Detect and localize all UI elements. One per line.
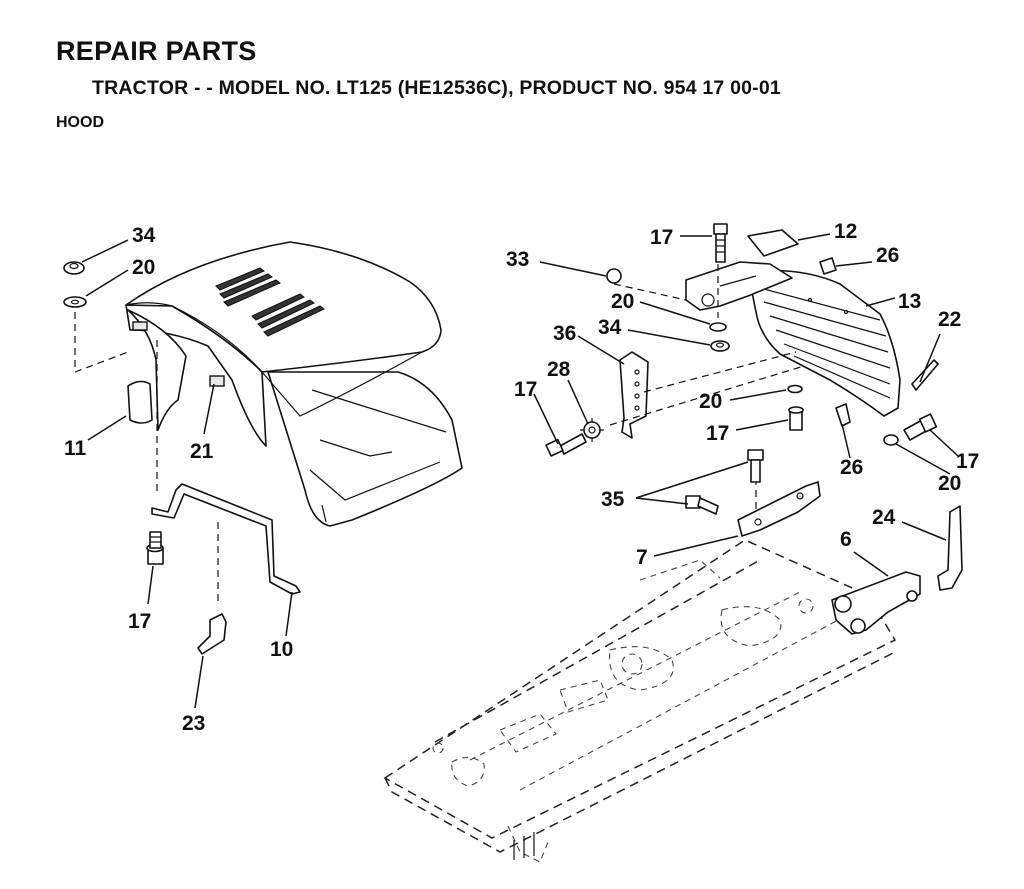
callout-23: 23 xyxy=(182,712,205,735)
callout-17: 17 xyxy=(128,610,151,633)
callout-17: 17 xyxy=(956,450,979,473)
grille-part-13 xyxy=(747,269,901,417)
bolt-part-17-mid xyxy=(788,406,804,431)
grille-plate-part-12 xyxy=(747,229,799,257)
washer-part-20-center xyxy=(709,322,727,332)
star-washer-part-28 xyxy=(580,418,604,442)
callout-36: 36 xyxy=(553,322,576,345)
callout-26: 26 xyxy=(840,456,863,479)
callout-20: 20 xyxy=(699,390,722,413)
hood-pad-left xyxy=(132,321,148,331)
callout-21: 21 xyxy=(190,440,214,463)
callout-26: 26 xyxy=(876,244,899,267)
callout-numbers: 34 20 11 21 17 10 23 17 12 33 26 20 13 3… xyxy=(64,220,979,735)
callout-24: 24 xyxy=(872,506,896,529)
clip-part-26-top xyxy=(819,257,837,275)
bracket-part-7 xyxy=(737,481,821,537)
grille-top-bracket xyxy=(685,261,793,311)
callout-35: 35 xyxy=(601,488,625,511)
bolt-part-17-right xyxy=(903,413,938,441)
clip-part-26-lower xyxy=(835,403,851,427)
callout-20: 20 xyxy=(938,472,961,495)
page-title: REPAIR PARTS xyxy=(56,36,257,66)
nut-part-34-left xyxy=(63,261,85,275)
callout-17: 17 xyxy=(514,378,537,401)
callout-22: 22 xyxy=(938,308,961,331)
model-subtitle: TRACTOR - - MODEL NO. LT125 (HE12536C), … xyxy=(92,77,781,99)
hood-rod-part-10 xyxy=(151,483,301,595)
bolt-part-17-top xyxy=(713,223,728,263)
washer-part-20-mid xyxy=(787,384,803,394)
hood-louvres xyxy=(215,267,325,337)
callout-11: 11 xyxy=(64,437,87,460)
callout-34: 34 xyxy=(132,224,156,247)
hood-bumper-part-11 xyxy=(127,380,153,424)
callout-17: 17 xyxy=(706,422,729,445)
callout-7: 7 xyxy=(636,546,648,569)
section-heading: HOOD xyxy=(56,114,104,131)
callout-28: 28 xyxy=(547,358,571,381)
plug-part-33 xyxy=(606,268,622,284)
washer-part-20-right xyxy=(883,434,899,446)
bracket-part-23 xyxy=(197,613,227,655)
callout-10: 10 xyxy=(270,638,293,661)
leader-lines xyxy=(81,233,959,709)
callout-13: 13 xyxy=(898,290,921,313)
hood-pad-part-21 xyxy=(209,375,225,387)
bolt-part-35-left xyxy=(685,495,719,515)
bracket-part-24 xyxy=(937,505,963,591)
bolt-part-17-left xyxy=(146,531,164,565)
callout-12: 12 xyxy=(834,220,857,243)
bracket-part-36 xyxy=(619,351,649,439)
callout-20: 20 xyxy=(132,256,155,279)
washer-part-20-left xyxy=(63,296,87,308)
bolt-part-35-top xyxy=(747,449,764,483)
nut-part-34-center xyxy=(710,340,730,352)
callout-20: 20 xyxy=(611,290,634,313)
callout-33: 33 xyxy=(506,248,529,271)
callout-6: 6 xyxy=(840,528,852,551)
hinge-bolt-part-6 xyxy=(834,590,918,634)
hinge-bracket-part-6 xyxy=(831,571,921,635)
tractor-frame-outline xyxy=(383,539,897,863)
bolt-part-17-bracket xyxy=(545,433,587,457)
callout-34: 34 xyxy=(598,316,622,339)
callout-17: 17 xyxy=(650,226,673,249)
trim-part-22 xyxy=(911,359,939,391)
